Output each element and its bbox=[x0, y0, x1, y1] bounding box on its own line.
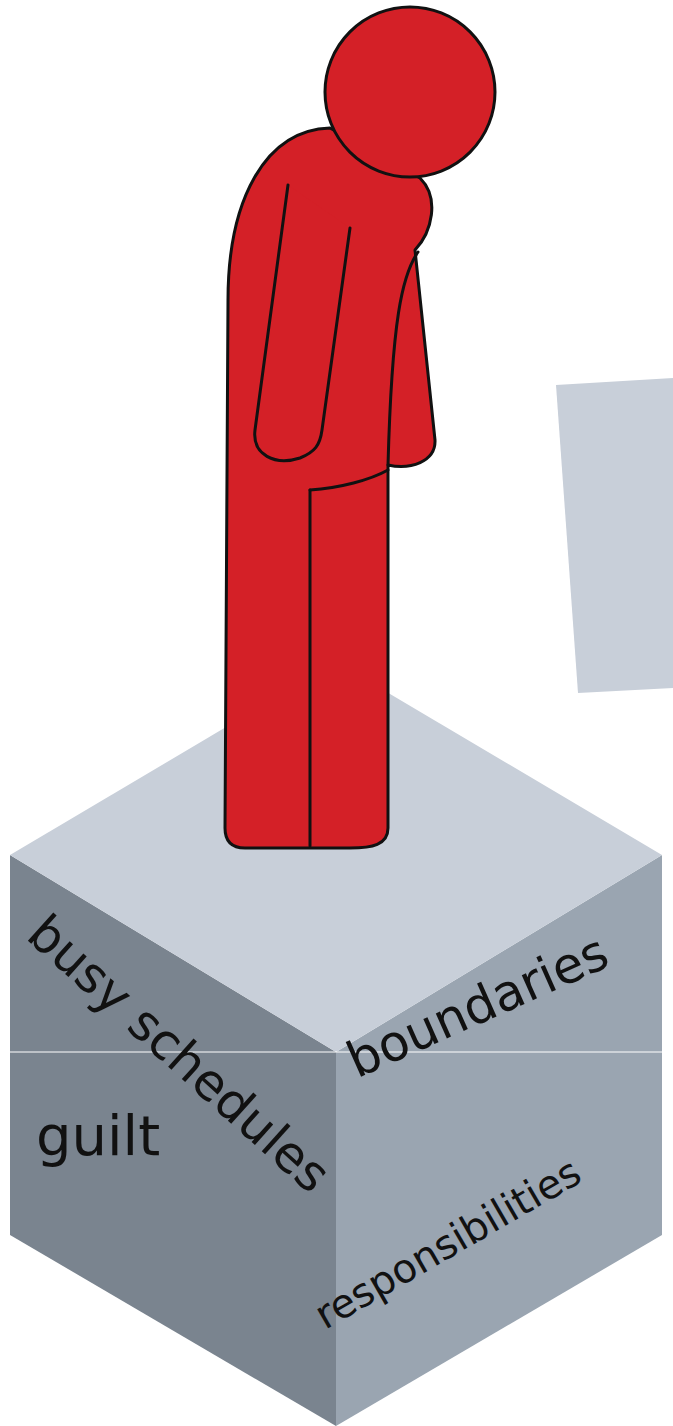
left-arm bbox=[255, 185, 350, 461]
hip-line bbox=[310, 470, 388, 490]
face-label: guilt bbox=[36, 1108, 160, 1164]
leg-line bbox=[309, 490, 312, 846]
head bbox=[325, 7, 495, 177]
gray-panel bbox=[556, 378, 673, 693]
body bbox=[225, 128, 435, 848]
cube-divider bbox=[10, 1052, 662, 1053]
right-arm bbox=[388, 252, 418, 465]
